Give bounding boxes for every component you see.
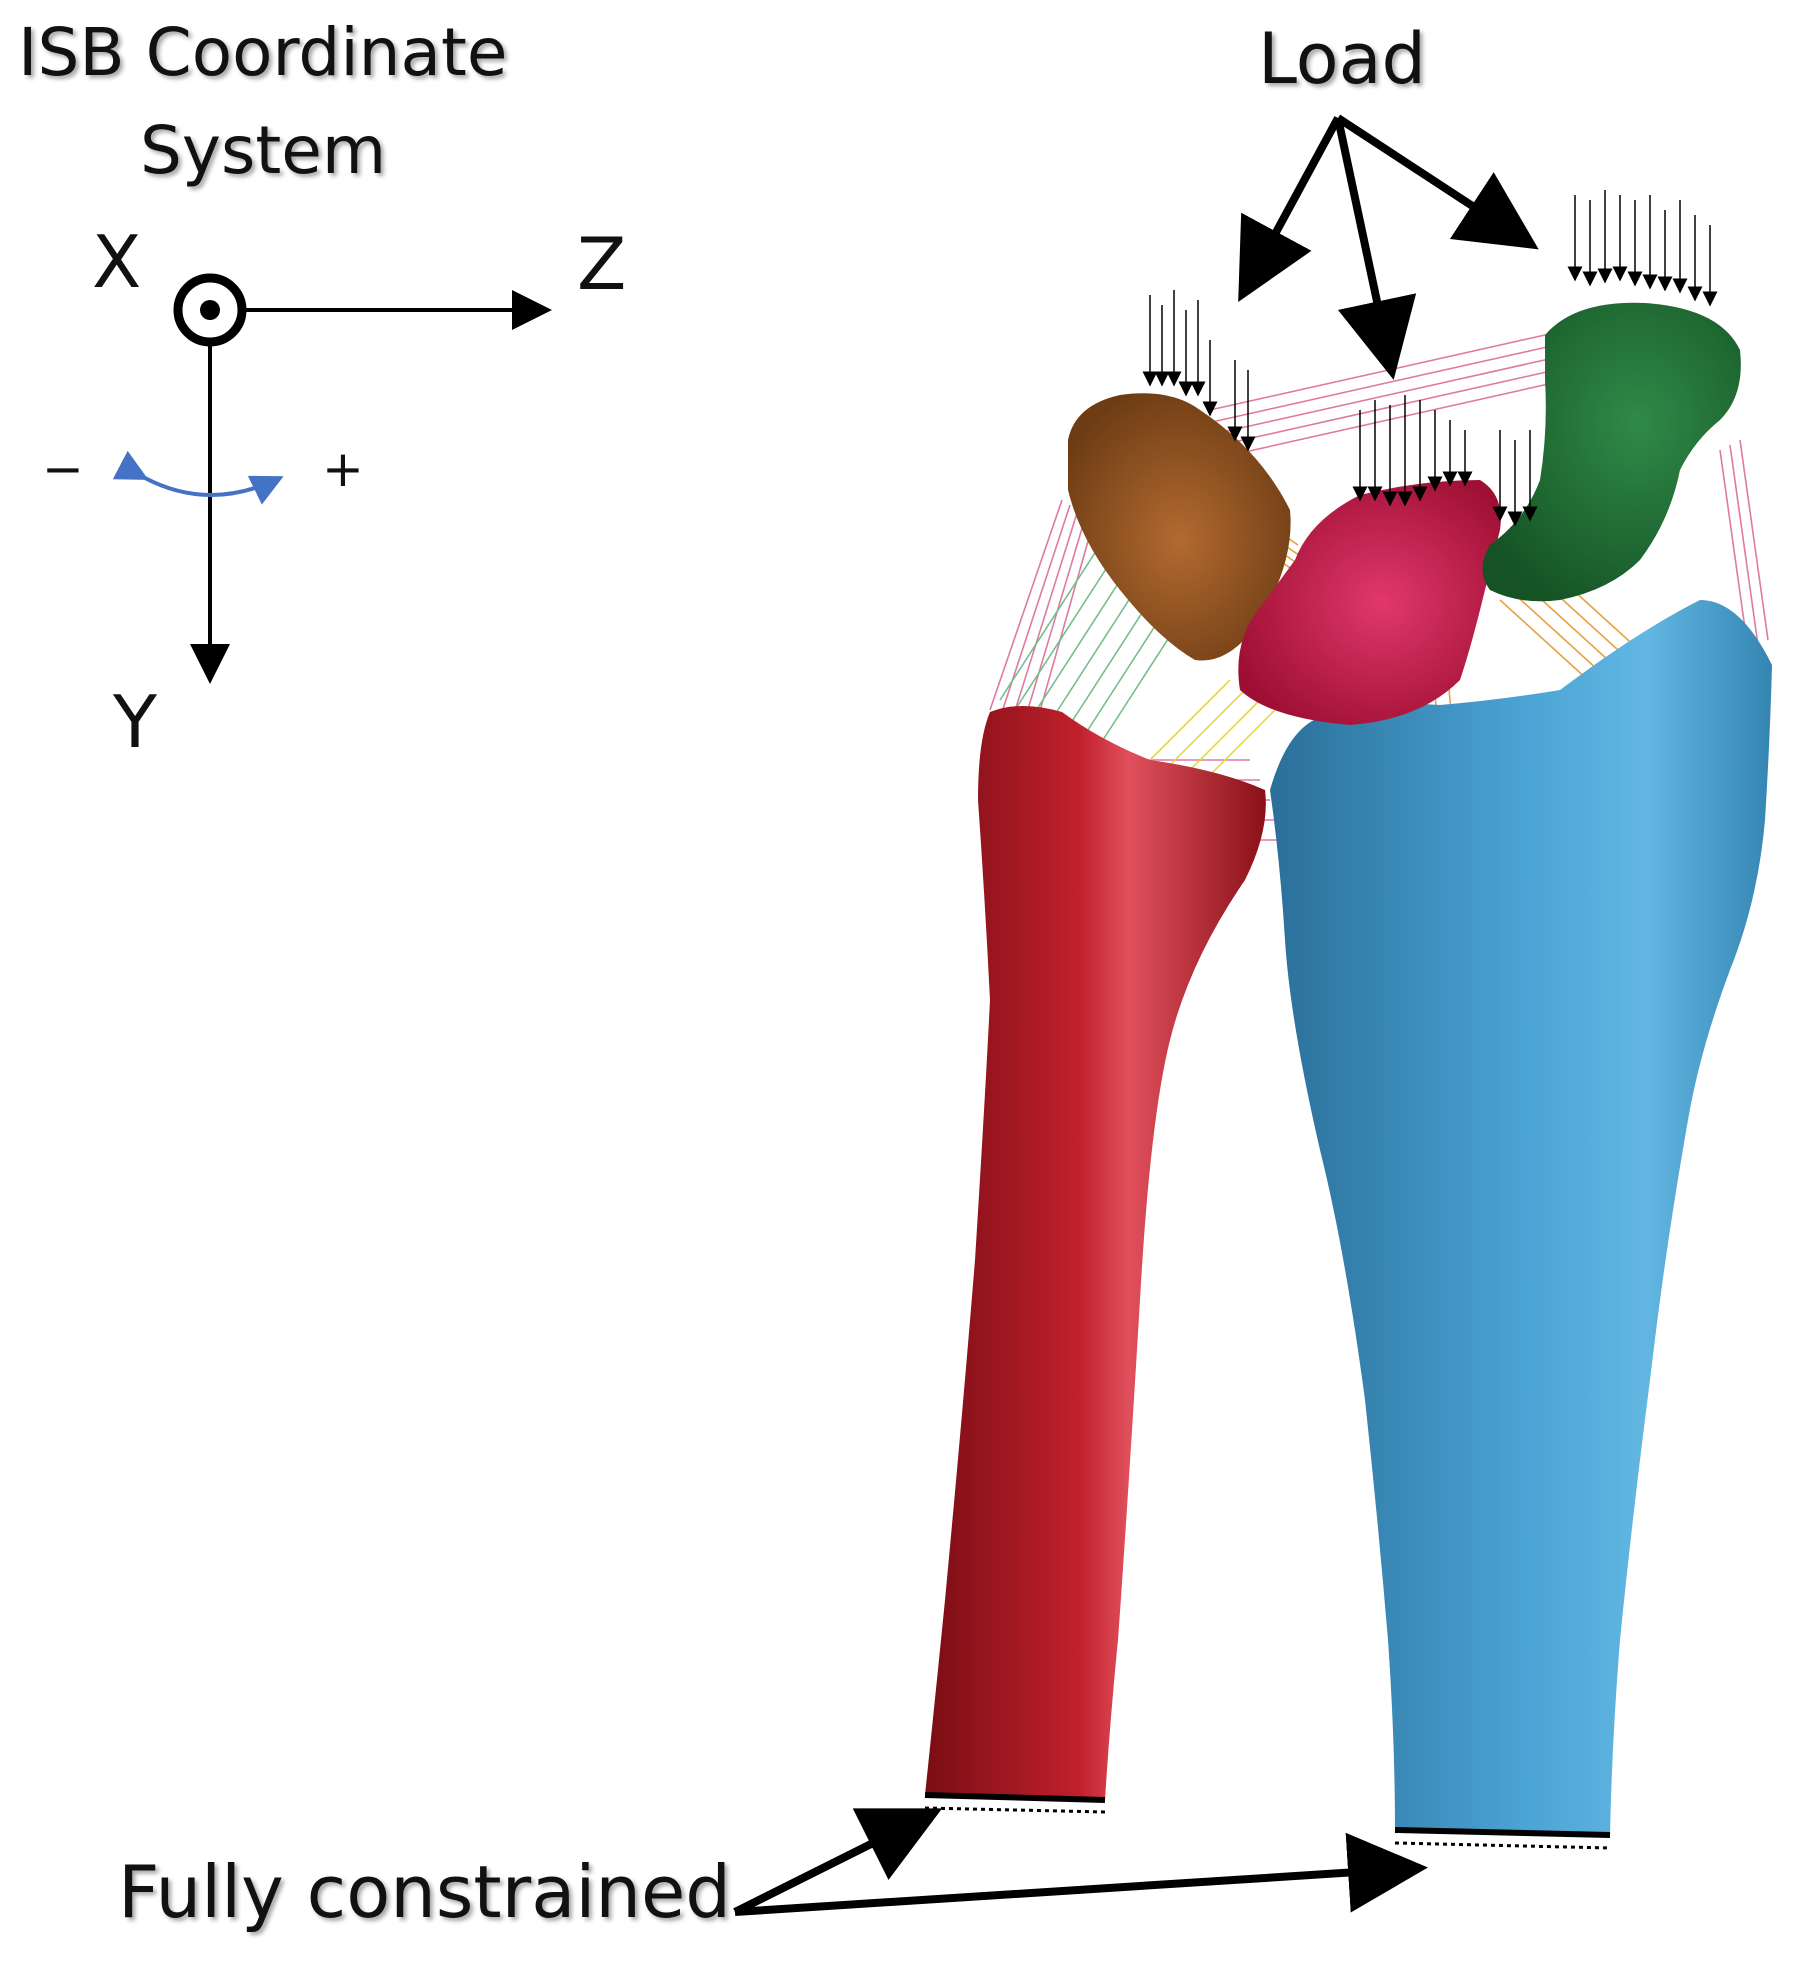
constraint-callout-arrows (733, 1808, 1428, 1916)
triquetrum-bone (1068, 393, 1291, 661)
fixed-boundary-marks (924, 1792, 1611, 1850)
rotation-negative-sign: − (42, 440, 84, 498)
x-axis-out-of-plane-icon (173, 273, 247, 347)
fully-constrained-label: Fully constrained (118, 1850, 731, 1934)
z-axis-label: Z (577, 222, 627, 306)
ulna-bone (925, 706, 1266, 1800)
scaphoid-bone (1482, 302, 1741, 602)
load-callout-arrows (1238, 114, 1539, 380)
lunate-bone (1238, 480, 1501, 725)
coordinate-system-title: ISB Coordinate (18, 14, 508, 91)
x-axis-label: X (92, 220, 142, 304)
load-label: Load (1258, 18, 1426, 100)
rotation-positive-sign: + (322, 440, 364, 498)
y-axis-label: Y (113, 680, 157, 764)
radius-bone (1270, 600, 1772, 1835)
load-vectors (1142, 190, 1718, 527)
coordinate-system-title-line2: System (140, 112, 387, 189)
coordinate-system-glyph (112, 273, 552, 684)
rotation-arrow-icon (112, 450, 284, 505)
